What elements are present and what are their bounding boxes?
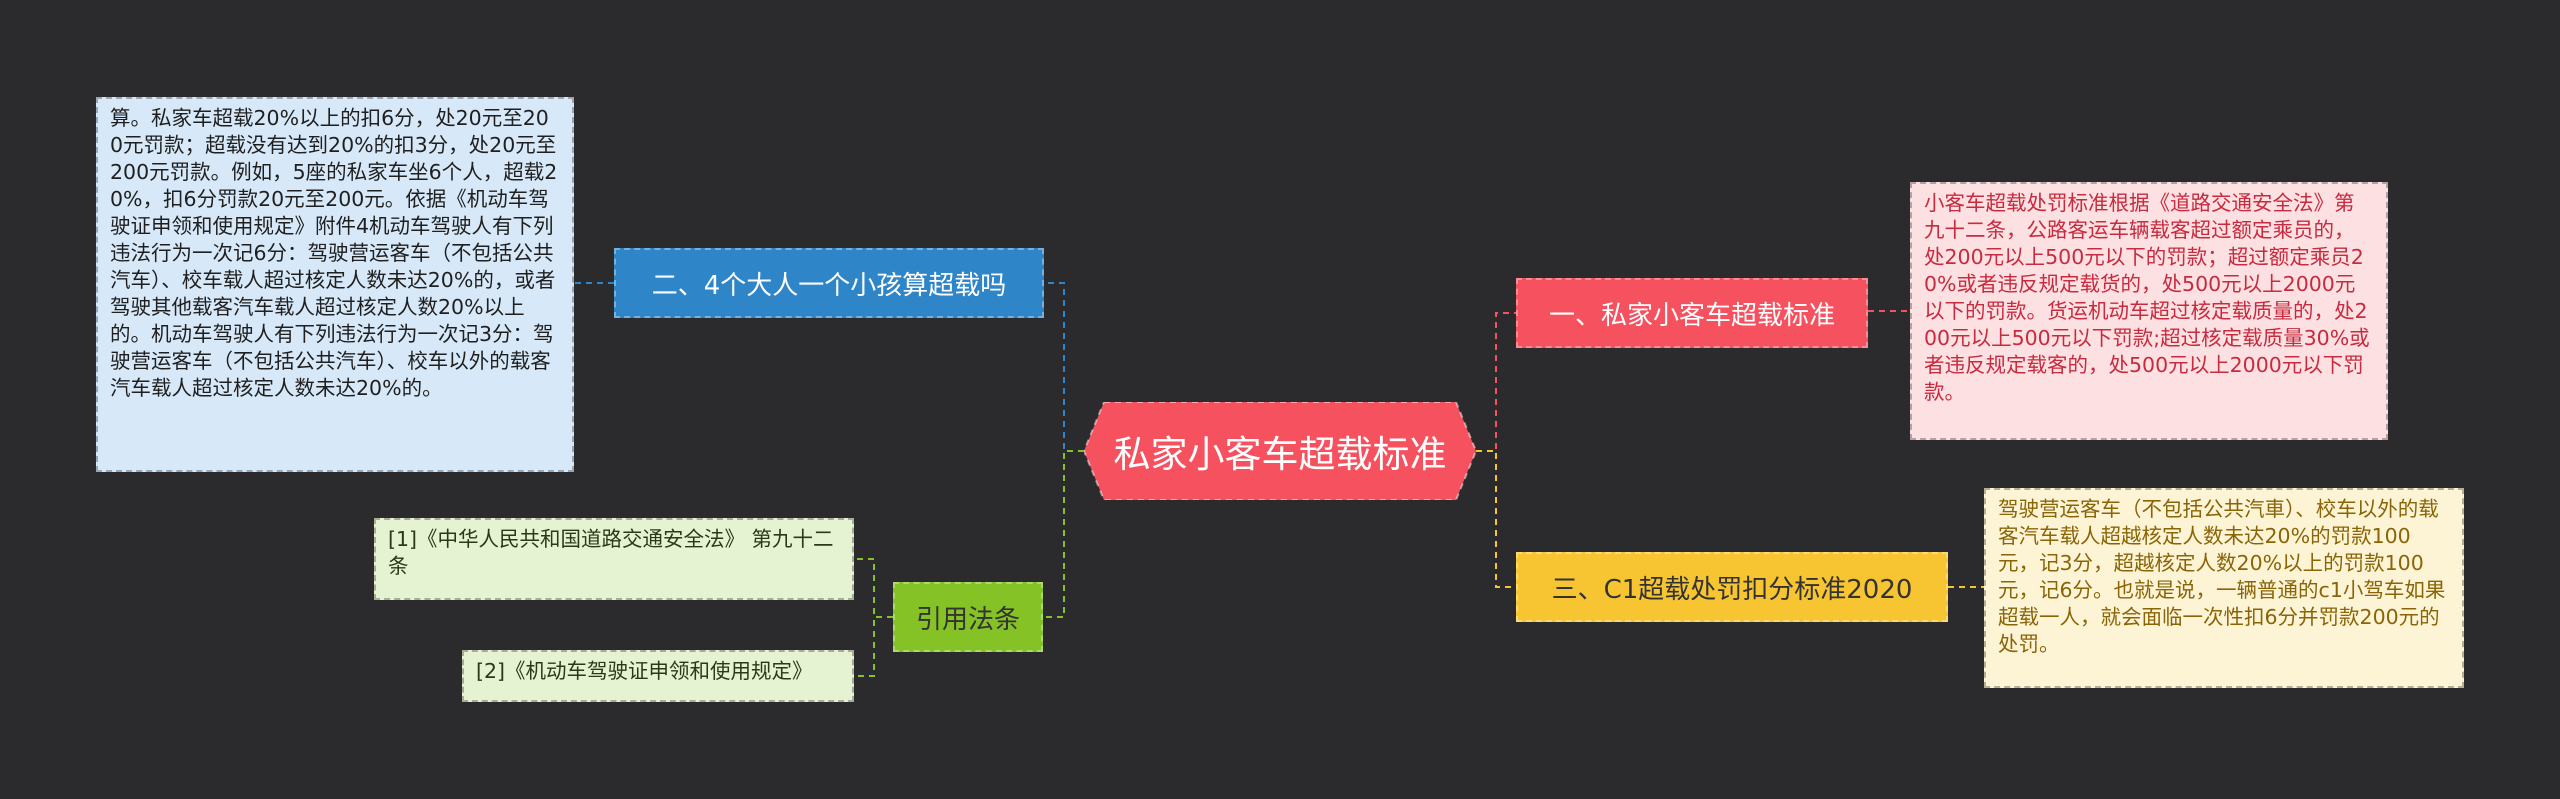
note-one[interactable]: 小客车超载处罚标准根据《道路交通安全法》第九十二条，公路客运车辆载客超过额定乘员…: [1910, 182, 2388, 440]
central-topic-shape: [1084, 402, 1476, 500]
note-cite-1[interactable]: [1]《中华人民共和国道路交通安全法》 第九十二条: [374, 518, 854, 600]
note-three[interactable]: 驾驶营运客车（不包括公共汽車）、校车以外的载客汽车载人超越核定人数未达20%的罚…: [1984, 488, 2464, 688]
note-cite-1-text: [1]《中华人民共和国道路交通安全法》 第九十二条: [388, 527, 834, 578]
topic-cite-label: 引用法条: [915, 604, 1020, 635]
topic-one[interactable]: 一、私家小客车超载标准: [1516, 278, 1868, 348]
topic-two-label: 二、4个大人一个小孩算超载吗: [651, 270, 1007, 301]
note-one-text: 小客车超载处罚标准根据《道路交通安全法》第九十二条，公路客运车辆载客超过额定乘员…: [1924, 191, 2370, 404]
central-topic[interactable]: 私家小客车超载标准: [1084, 402, 1476, 500]
note-cite-2[interactable]: [2]《机动车驾驶证申领和使用规定》: [462, 650, 854, 702]
connector-cite-note2: [854, 616, 893, 677]
central-topic-label: 私家小客车超载标准: [1113, 433, 1447, 476]
topic-three-label: 三、C1超载处罚扣分标准2020: [1551, 574, 1913, 605]
note-two-text: 算。私家车超载20%以上的扣6分，处20元至200元罚款；超载没有达到20%的扣…: [110, 106, 558, 400]
connector-cite-note1: [854, 558, 893, 618]
topic-two[interactable]: 二、4个大人一个小孩算超载吗: [614, 248, 1044, 318]
topic-three[interactable]: 三、C1超载处罚扣分标准2020: [1516, 552, 1948, 622]
topic-one-label: 一、私家小客车超载标准: [1548, 300, 1835, 331]
connector-center-two: [1044, 282, 1084, 452]
connector-center-one: [1476, 312, 1516, 452]
note-two[interactable]: 算。私家车超载20%以上的扣6分，处20元至200元罚款；超载没有达到20%的扣…: [96, 97, 574, 472]
connector-center-cite: [1043, 450, 1084, 618]
connector-center-three: [1476, 450, 1516, 588]
note-three-text: 驾驶营运客车（不包括公共汽車）、校车以外的载客汽车载人超越核定人数未达20%的罚…: [1998, 497, 2446, 656]
topic-cite[interactable]: 引用法条: [893, 582, 1043, 652]
note-cite-2-text: [2]《机动车驾驶证申领和使用规定》: [476, 659, 813, 683]
